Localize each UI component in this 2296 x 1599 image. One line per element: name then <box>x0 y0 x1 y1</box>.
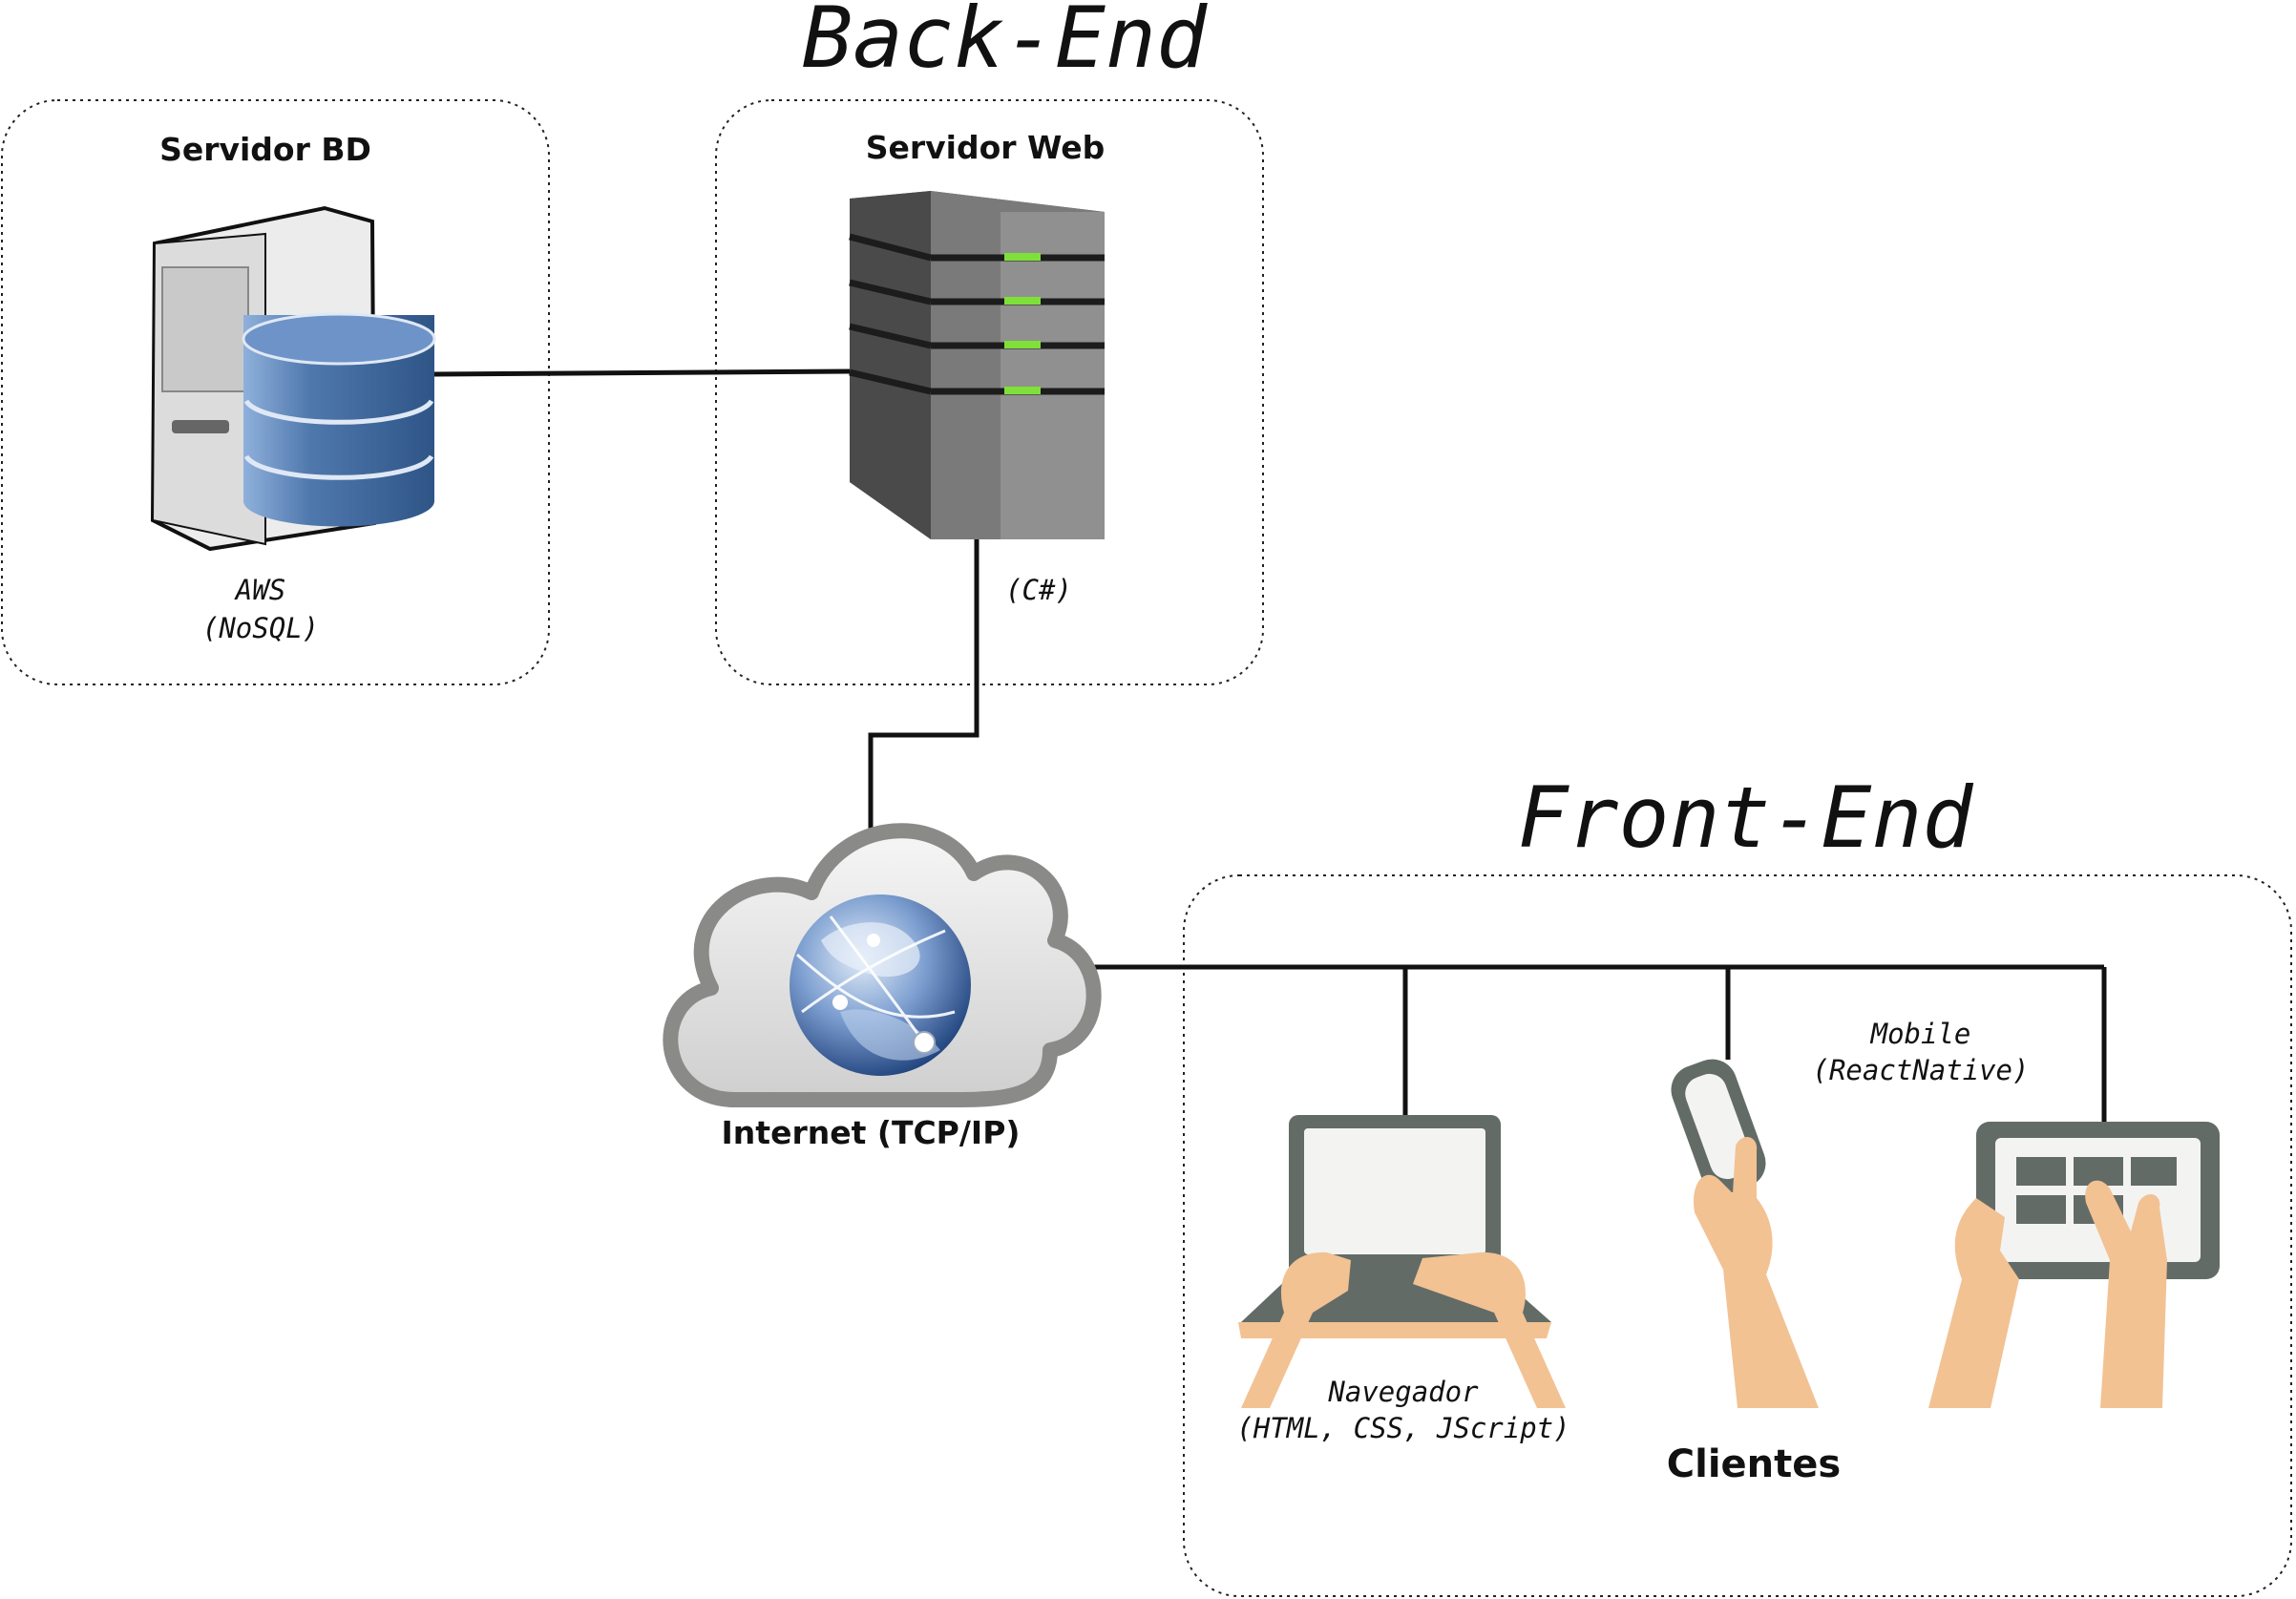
tablet-icon <box>1928 1122 2220 1408</box>
db-server-title: Servidor BD <box>159 131 371 168</box>
database-server-icon <box>150 205 436 552</box>
db-to-web-link <box>433 368 851 377</box>
laptop-icon <box>1238 1115 1566 1408</box>
web-server-box <box>715 99 1264 685</box>
browser-caption-1: Navegador <box>1327 1376 1479 1408</box>
db-server-caption-1: AWS <box>234 574 285 606</box>
db-server-caption-2: (NoSQL) <box>202 612 319 644</box>
laptop-hands <box>1241 1252 1566 1408</box>
web-server-caption: (C#) <box>1005 574 1072 606</box>
internet-cloud-globe-icon <box>663 823 1102 1107</box>
backend-title: Back-End <box>802 0 1208 87</box>
clients-label: Clientes <box>1667 1442 1841 1486</box>
browser-caption-2: (HTML, CSS, JScript) <box>1236 1412 1569 1444</box>
smartphone-icon <box>1671 1059 1819 1408</box>
clients-box <box>1183 874 2292 1597</box>
mobile-caption-1: Mobile <box>1870 1018 1971 1050</box>
web-to-internet-link <box>868 539 979 829</box>
web-server-rack-icon <box>849 191 1105 539</box>
web-server-title: Servidor Web <box>866 129 1106 166</box>
frontend-title: Front-End <box>1518 768 1974 867</box>
internet-label: Internet (TCP/IP) <box>722 1114 1021 1151</box>
connection-lines <box>433 368 2107 1126</box>
mobile-caption-2: (ReactNative) <box>1813 1054 2030 1086</box>
db-server-box <box>1 99 550 685</box>
